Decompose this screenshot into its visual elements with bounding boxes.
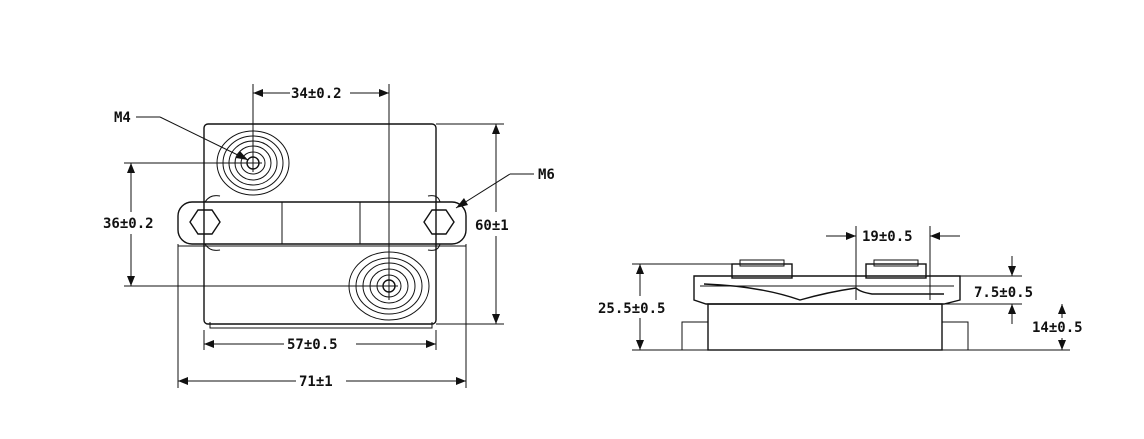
dim-36-label: 36±0.2	[103, 216, 154, 232]
dim-36: 36±0.2	[103, 163, 154, 286]
dim-34: 34±0.2	[253, 86, 389, 102]
dim-71-label: 71±1	[299, 374, 333, 390]
m6-label: M6	[538, 167, 555, 183]
dim-7-5-label: 7.5±0.5	[974, 285, 1033, 301]
side-view: 19±0.5 25.5±0.5 7.5±0.5	[598, 226, 1083, 351]
dim-71: 71±1	[177, 244, 467, 390]
m4-label: M4	[114, 110, 131, 126]
dim-19-label: 19±0.5	[862, 229, 913, 245]
dim-14-label: 14±0.5	[1032, 320, 1083, 336]
dim-25-5-label: 25.5±0.5	[598, 301, 665, 317]
dim-57-label: 57±0.5	[287, 337, 338, 353]
dim-60: 60±1	[436, 123, 509, 325]
dim-7-5: 7.5±0.5	[944, 256, 1033, 324]
dim-14: 14±0.5	[968, 304, 1083, 351]
plate-lower-edge	[209, 322, 433, 329]
dim-19: 19±0.5	[826, 226, 960, 262]
m4-leader: M4	[114, 110, 249, 161]
m6-leader: M6	[455, 167, 555, 209]
busbar-strap	[177, 195, 467, 251]
m6-hex-left	[189, 209, 221, 235]
base-plate	[203, 123, 437, 325]
front-view: 34±0.2 M4 M6 36±0.2	[103, 84, 555, 390]
side-upper-plate	[693, 275, 961, 305]
dim-34-label: 34±0.2	[291, 86, 342, 102]
dim-60-label: 60±1	[475, 218, 509, 234]
dim-57: 57±0.5	[203, 330, 437, 353]
dim-25-5: 25.5±0.5	[598, 263, 732, 351]
side-busbar	[703, 283, 944, 301]
side-base	[707, 303, 943, 351]
m6-hex-right	[423, 209, 455, 235]
